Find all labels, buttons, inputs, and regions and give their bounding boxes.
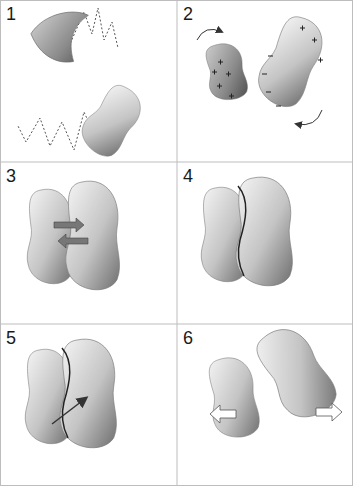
panel-number: 5	[6, 329, 16, 347]
transfer	[25, 339, 116, 448]
panel-number: 4	[183, 167, 193, 185]
panel-number: 3	[6, 167, 16, 185]
approach	[27, 181, 119, 290]
electrostatic-steering	[197, 11, 332, 125]
bound-complex	[201, 177, 292, 286]
panel-number: 1	[6, 5, 16, 23]
random-diffusion	[18, 8, 150, 162]
panel-number: 2	[183, 5, 193, 23]
dissociation	[205, 319, 343, 441]
panel-number: 6	[183, 329, 193, 347]
